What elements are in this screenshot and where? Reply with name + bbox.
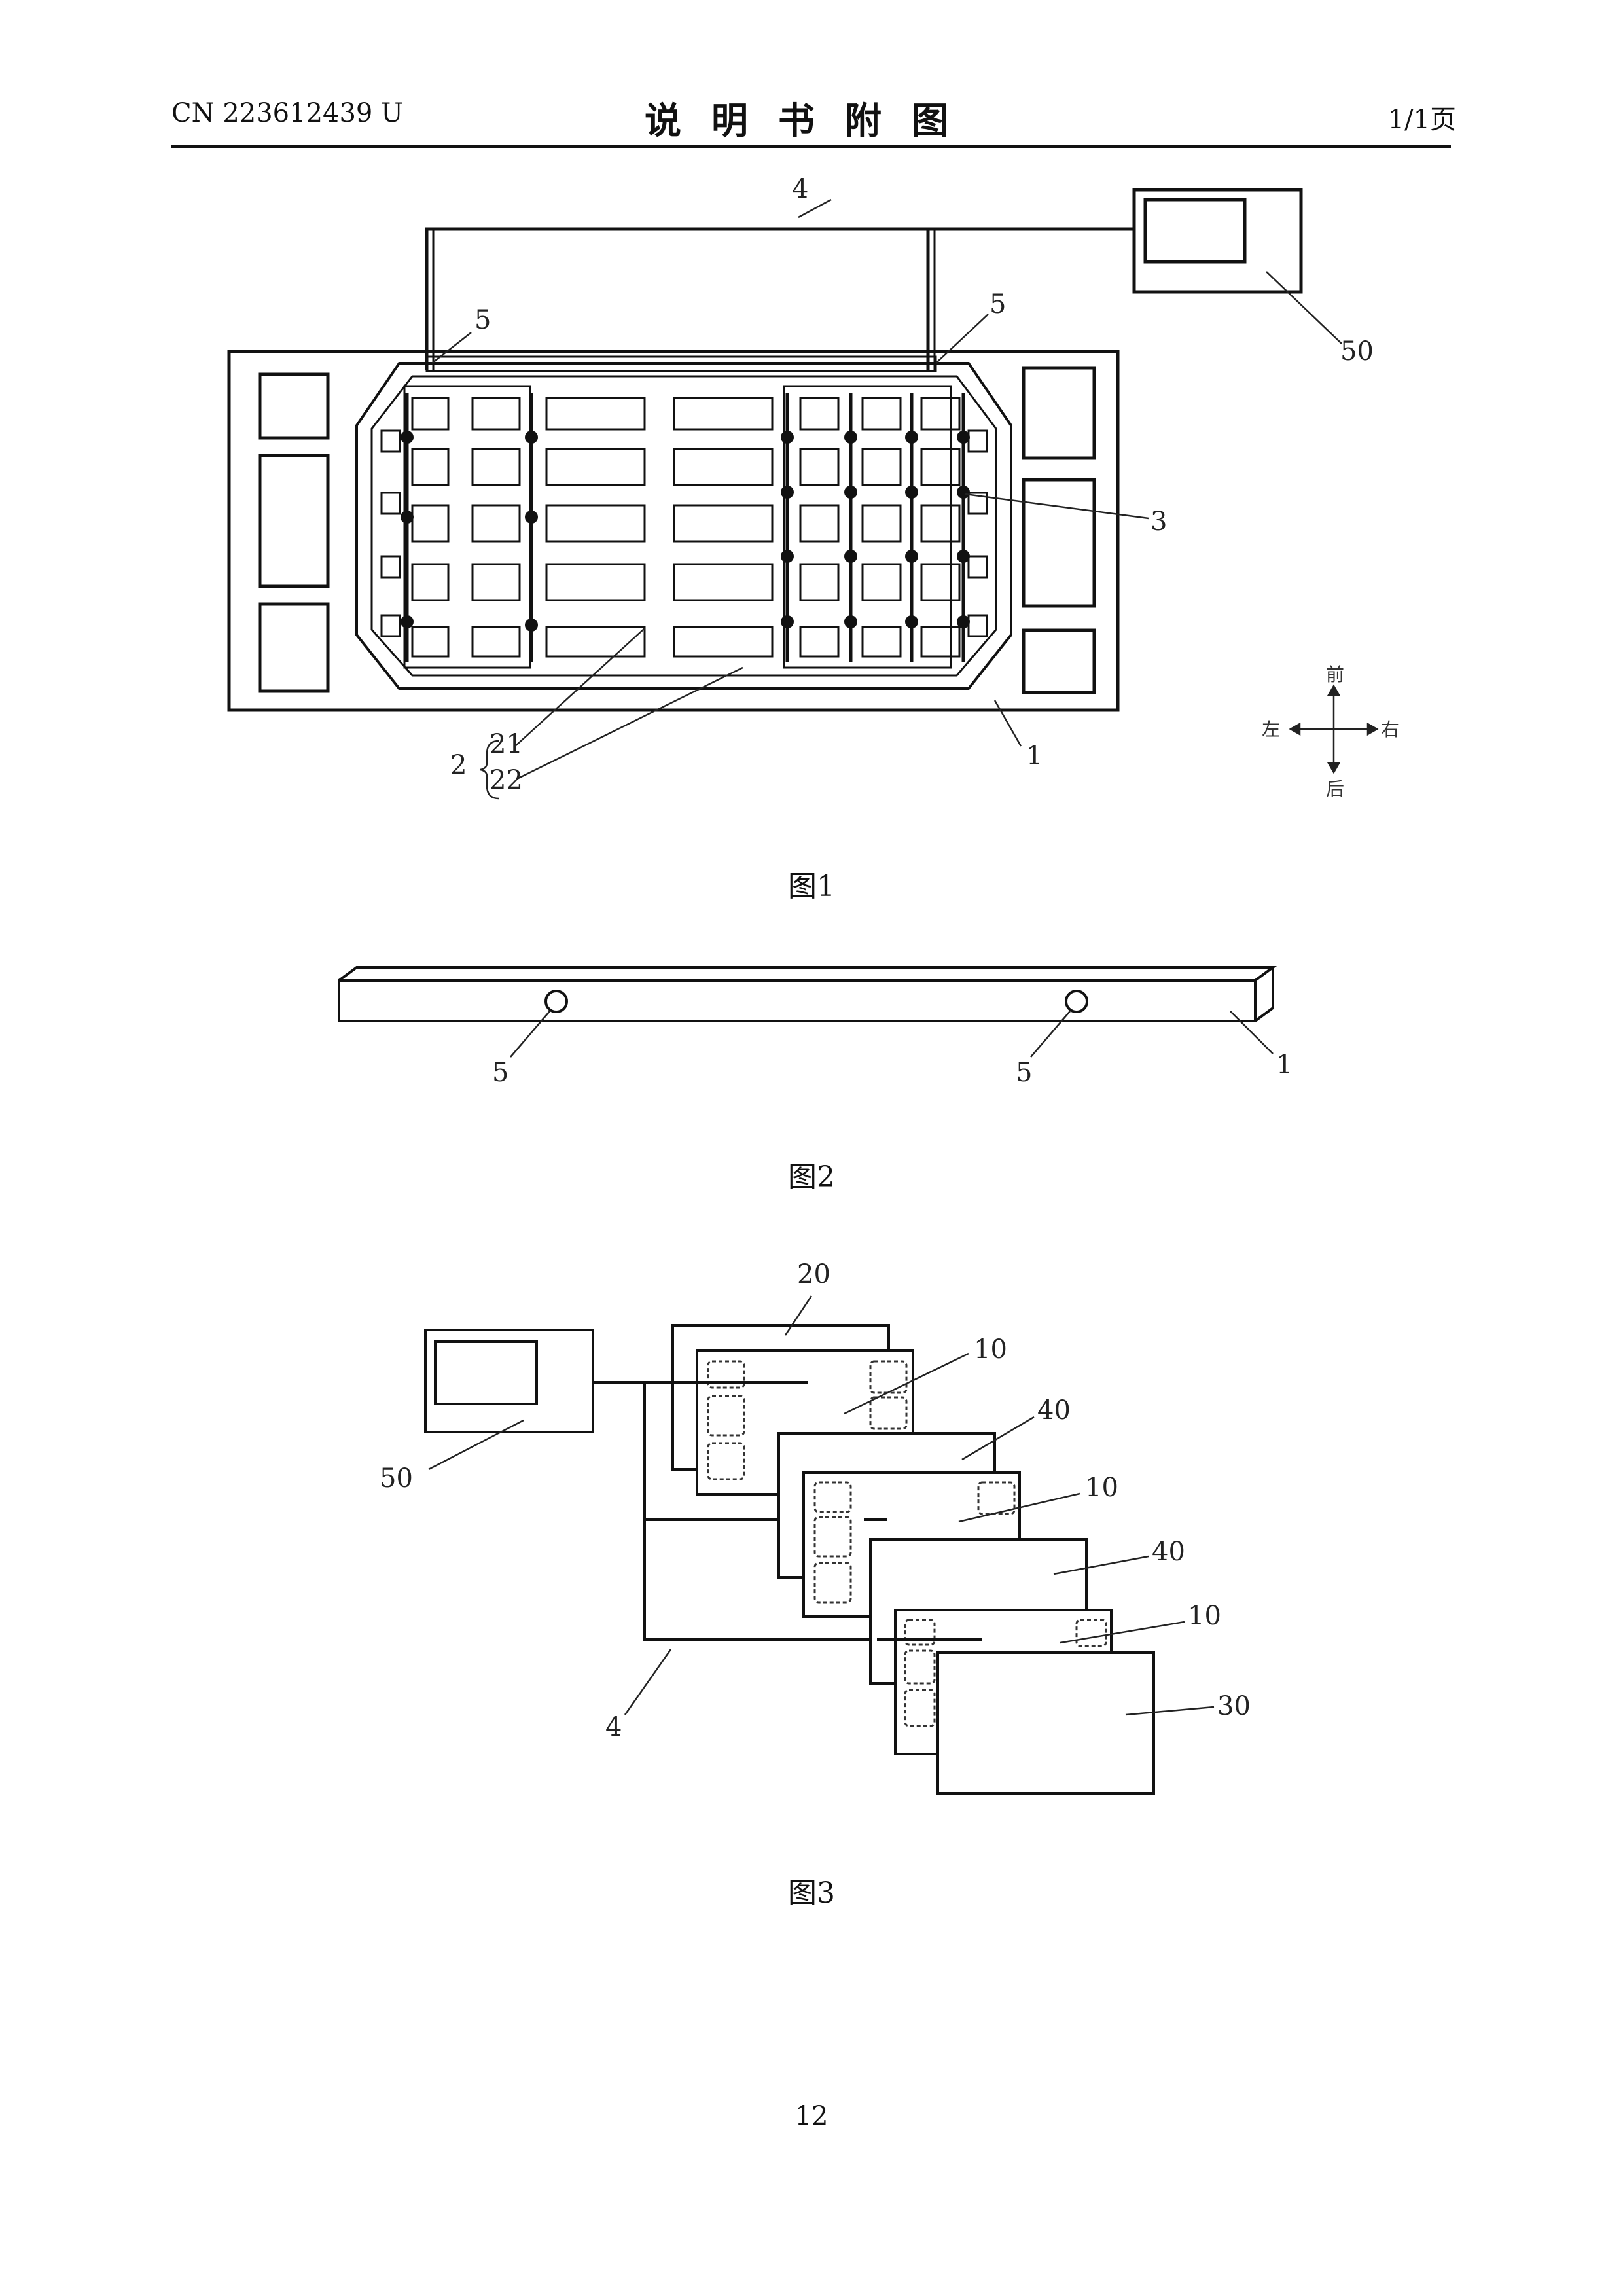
fig1-cells <box>382 398 987 656</box>
compass-right: 右 <box>1381 719 1399 740</box>
figure-1-caption: 图1 <box>0 863 1623 905</box>
fig3-label-board: 20 <box>797 1259 830 1289</box>
fig1-label-sensor-right: 5 <box>990 289 1006 319</box>
compass-back: 后 <box>1326 778 1344 800</box>
fig1-label-cable: 4 <box>792 174 808 204</box>
compass-left: 左 <box>1262 719 1280 740</box>
fig1-controller <box>1134 190 1301 292</box>
fig1-label-group: 2 <box>450 750 467 780</box>
compass-front: 前 <box>1326 664 1344 685</box>
fig3-label-cable: 4 <box>605 1712 622 1742</box>
page-number: 12 <box>0 2101 1623 2131</box>
fig1-label-frame: 1 <box>1026 741 1043 771</box>
fig3-label-module-3: 10 <box>1188 1601 1221 1631</box>
fig3-label-module-2: 10 <box>1085 1473 1118 1503</box>
fig3-label-controller: 50 <box>380 1463 413 1494</box>
fig3-label-base: 30 <box>1217 1691 1251 1721</box>
fig1-bus-bars <box>407 393 963 662</box>
fig1-bolts <box>401 431 970 632</box>
fig1-label-sensor-left: 5 <box>474 305 491 335</box>
fig3-label-layer-1: 40 <box>1037 1395 1071 1426</box>
fig1-label-sub-a: 21 <box>490 729 523 759</box>
fig1-label-sub-b: 22 <box>490 765 523 795</box>
fig2-label-frame: 1 <box>1276 1050 1293 1080</box>
fig1-label-bolt: 3 <box>1150 507 1167 537</box>
figure-2-drawing <box>339 967 1273 1021</box>
fig2-label-sensor-right: 5 <box>1016 1058 1032 1088</box>
fig2-label-sensor-left: 5 <box>492 1058 508 1088</box>
fig1-cable <box>427 229 1134 370</box>
fig1-label-controller: 50 <box>1340 336 1374 367</box>
figure-3-caption: 图3 <box>0 1869 1623 1911</box>
fig3-label-module-1: 10 <box>974 1335 1007 1365</box>
fig3-label-layer-2: 40 <box>1152 1537 1185 1567</box>
figure-2-caption: 图2 <box>0 1153 1623 1195</box>
